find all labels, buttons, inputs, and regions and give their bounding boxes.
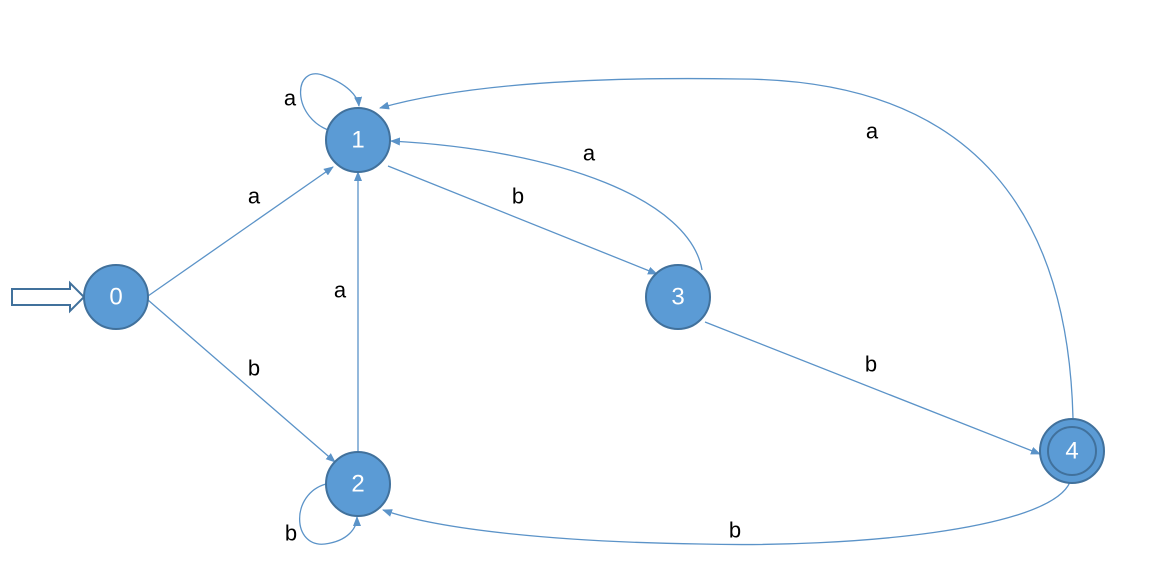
state-label-4: 4 xyxy=(1065,438,1078,465)
state-label-2: 2 xyxy=(351,471,364,498)
edge-1-to-3 xyxy=(387,165,658,275)
edge-0-to-2 xyxy=(147,299,336,463)
edge-label-1-1: a xyxy=(284,86,297,111)
edge-label-1-3: b xyxy=(512,184,524,209)
edge-1-to-1-loop xyxy=(299,73,363,133)
edge-3-to-1 xyxy=(390,137,703,271)
edge-label-2-1: a xyxy=(334,278,347,303)
edge-0-to-1 xyxy=(147,166,334,297)
start-arrow-icon xyxy=(11,280,86,314)
accepting-ring xyxy=(1047,426,1097,476)
edge-4-to-1 xyxy=(379,77,1074,419)
state-label-0: 0 xyxy=(109,284,122,311)
state-node-2: 2 xyxy=(325,451,391,517)
edge-label-3-4: b xyxy=(865,352,877,377)
edge-label-4-1: a xyxy=(866,119,879,144)
state-node-4-accepting: 4 xyxy=(1039,418,1105,484)
edge-label-2-2: b xyxy=(285,521,297,546)
state-node-1: 1 xyxy=(325,107,391,173)
edge-label-0-1: a xyxy=(248,184,261,209)
edge-3-to-4 xyxy=(704,321,1041,455)
state-node-0: 0 xyxy=(83,264,149,330)
edge-2-to-2-loop xyxy=(298,483,361,545)
edge-label-3-1: a xyxy=(583,141,596,166)
edge-4-to-2 xyxy=(382,481,1071,546)
edge-label-0-2: b xyxy=(248,356,260,381)
edge-label-4-2: b xyxy=(729,518,741,543)
state-label-1: 1 xyxy=(351,127,364,154)
state-label-3: 3 xyxy=(671,284,684,311)
state-node-3: 3 xyxy=(645,264,711,330)
